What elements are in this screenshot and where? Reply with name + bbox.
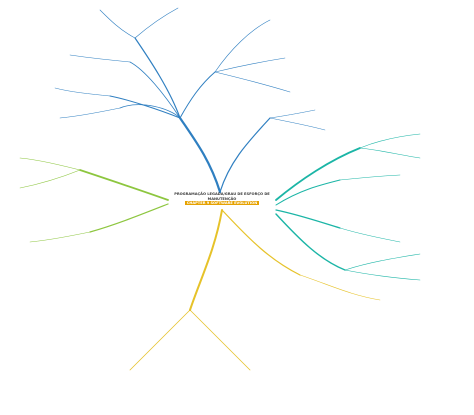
branch-legacy (129, 209, 381, 371)
branch-left-cluster (19, 157, 169, 243)
central-topic-title: PROGRAMAÇÃO LEGADA/GRAU DE ESFORÇO DE MA… (174, 192, 270, 201)
branch-maintenance (275, 133, 421, 281)
central-topic: PROGRAMAÇÃO LEGADA/GRAU DE ESFORÇO DE MA… (168, 192, 276, 206)
central-topic-subtitle: CHAPTER 9 SOFTWARE EVOLUTION (184, 201, 260, 206)
branch-evolution (54, 7, 326, 194)
